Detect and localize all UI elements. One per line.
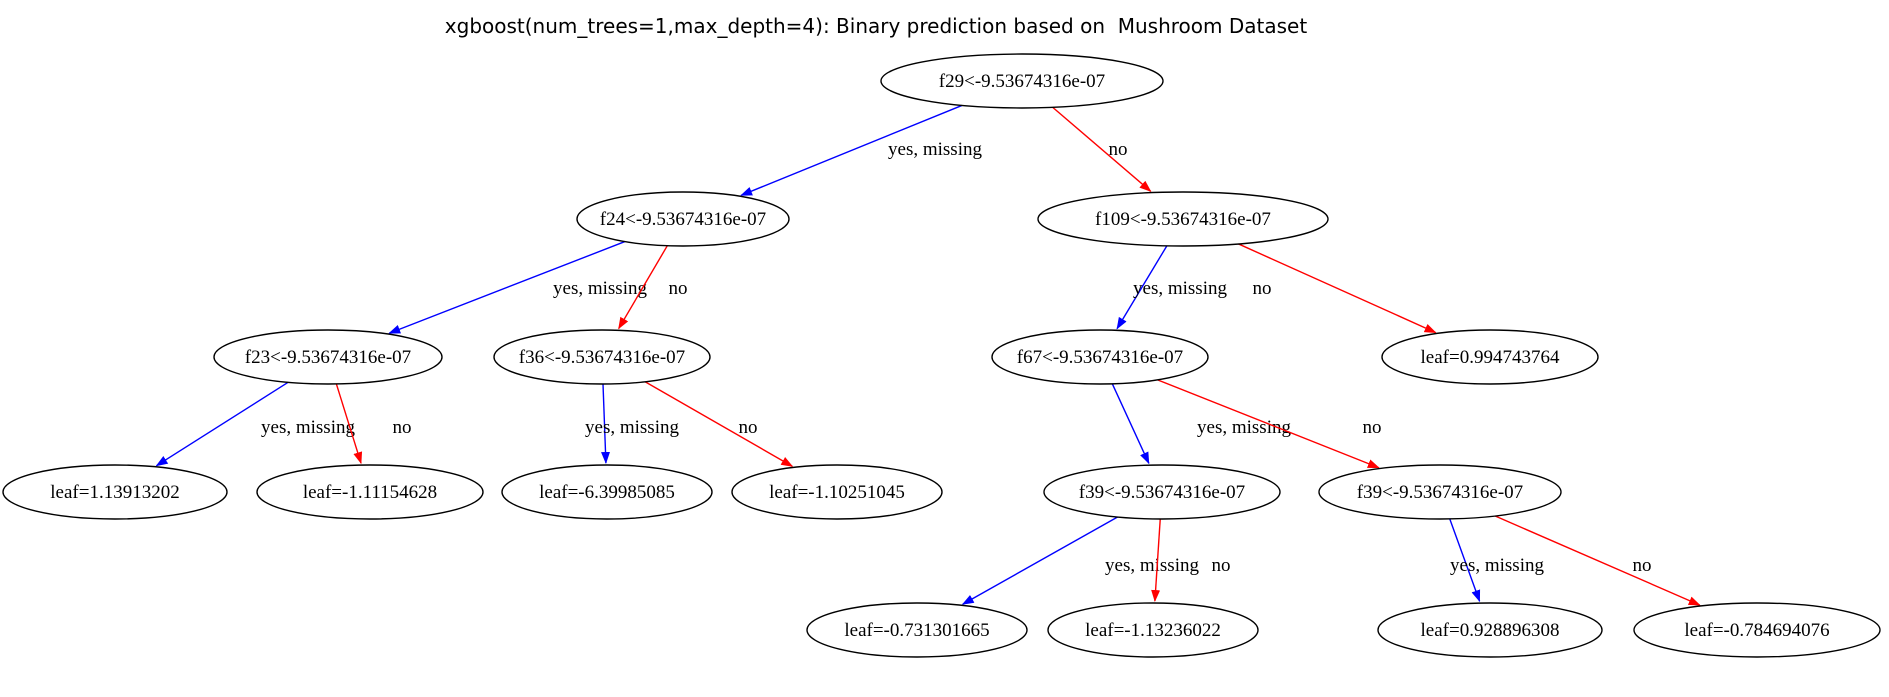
tree-edge-no-1 — [1052, 106, 1152, 192]
tree-node-ellipse — [1318, 464, 1562, 520]
tree-node-label: f67<-9.53674316e-07 — [1017, 347, 1183, 368]
tree-edge-no-7 — [335, 383, 363, 465]
edge-label: no — [739, 417, 758, 438]
tree-node-label: f29<-9.53674316e-07 — [939, 71, 1105, 92]
tree-edge-yes-12 — [961, 516, 1118, 605]
tree-node-ellipse — [1633, 602, 1881, 658]
tree-node-label: leaf=-6.39985085 — [539, 482, 675, 503]
edge-label: no — [1109, 139, 1128, 160]
edge-label: no — [1633, 555, 1652, 576]
tree-node-ellipse — [213, 329, 443, 385]
tree-node-label: leaf=-1.11154628 — [303, 482, 437, 503]
edge-label: no — [393, 417, 412, 438]
edge-label: yes, missing — [553, 278, 647, 299]
edge-label: no — [1212, 555, 1231, 576]
tree-node-ellipse — [576, 191, 790, 247]
leaf-node: leaf=-0.784694076 — [1633, 602, 1881, 658]
tree-node-label: f39<-9.53674316e-07 — [1357, 482, 1523, 503]
tree-node-label: leaf=-0.784694076 — [1684, 620, 1829, 641]
edge-label: no — [1253, 278, 1272, 299]
split-node: f36<-9.53674316e-07 — [493, 329, 711, 385]
tree-edge-yes-10 — [1111, 383, 1150, 465]
tree-node-ellipse — [501, 464, 713, 520]
tree-node-ellipse — [1381, 329, 1599, 385]
leaf-node: leaf=0.994743764 — [1381, 329, 1599, 385]
tree-edge-no-13 — [1151, 518, 1161, 603]
tree-node-ellipse — [880, 53, 1164, 109]
tree-edge-yes-8 — [601, 383, 611, 465]
tree-node-label: leaf=0.994743764 — [1421, 347, 1560, 368]
nodes-layer: f29<-9.53674316e-07 f24<-9.53674316e-07 f1… — [2, 53, 1881, 658]
tree-node-ellipse — [1047, 602, 1259, 658]
tree-edge-no-15 — [1494, 515, 1701, 606]
split-node: f67<-9.53674316e-07 — [991, 329, 1209, 385]
tree-node-label: leaf=1.13913202 — [50, 482, 179, 503]
diagram-title: xgboost(num_trees=1,max_depth=4): Binary… — [445, 14, 1308, 38]
tree-edge-yes-14 — [1449, 518, 1481, 603]
tree-edge-yes-6 — [155, 381, 289, 467]
edge-label: yes, missing — [1133, 278, 1227, 299]
edges-layer: yes, missing no yes, missing no yes, missing… — [155, 104, 1701, 606]
tree-edge-no-11 — [1157, 379, 1380, 469]
tree-edge-yes-0 — [740, 104, 963, 197]
split-node: f109<-9.53674316e-07 — [1037, 191, 1329, 247]
tree-node-ellipse — [1037, 191, 1329, 247]
leaf-node: leaf=0.928896308 — [1377, 602, 1603, 658]
tree-edge-yes-2 — [388, 240, 626, 334]
edge-label: yes, missing — [1197, 417, 1291, 438]
tree-node-label: leaf=-1.13236022 — [1085, 620, 1221, 641]
tree-node-label: leaf=-1.10251045 — [769, 482, 905, 503]
tree-node-label: leaf=0.928896308 — [1421, 620, 1560, 641]
tree-node-label: leaf=-0.731301665 — [844, 620, 989, 641]
leaf-node: leaf=-1.13236022 — [1047, 602, 1259, 658]
edge-label: no — [1363, 417, 1382, 438]
tree-node-ellipse — [2, 464, 228, 520]
tree-node-ellipse — [806, 602, 1028, 658]
edge-label: yes, missing — [1105, 555, 1199, 576]
tree-edge-no-9 — [644, 381, 794, 467]
tree-edge-no-3 — [618, 245, 668, 330]
leaf-node: leaf=-6.39985085 — [501, 464, 713, 520]
edge-label: yes, missing — [261, 417, 355, 438]
tree-node-ellipse — [1377, 602, 1603, 658]
leaf-node: leaf=-1.11154628 — [256, 464, 484, 520]
tree-edge-yes-4 — [1116, 245, 1168, 330]
tree-node-label: f24<-9.53674316e-07 — [600, 209, 766, 230]
tree-node-label: f36<-9.53674316e-07 — [519, 347, 685, 368]
tree-node-ellipse — [493, 329, 711, 385]
edge-label: yes, missing — [585, 417, 679, 438]
tree-node-ellipse — [731, 464, 943, 520]
tree-edge-no-5 — [1238, 243, 1437, 334]
split-node: f39<-9.53674316e-07 — [1318, 464, 1562, 520]
leaf-node: leaf=1.13913202 — [2, 464, 228, 520]
tree-node-ellipse — [1043, 464, 1281, 520]
edge-label: no — [669, 278, 688, 299]
tree-node-label: f39<-9.53674316e-07 — [1079, 482, 1245, 503]
leaf-node: leaf=-0.731301665 — [806, 602, 1028, 658]
tree-node-ellipse — [256, 464, 484, 520]
tree-node-label: f23<-9.53674316e-07 — [245, 347, 411, 368]
split-node: f24<-9.53674316e-07 — [576, 191, 790, 247]
edge-label: yes, missing — [1450, 555, 1544, 576]
split-node: f39<-9.53674316e-07 — [1043, 464, 1281, 520]
split-node: f23<-9.53674316e-07 — [213, 329, 443, 385]
split-node: f29<-9.53674316e-07 — [880, 53, 1164, 109]
edge-label: yes, missing — [888, 139, 982, 160]
tree-node-label: f109<-9.53674316e-07 — [1095, 209, 1271, 230]
leaf-node: leaf=-1.10251045 — [731, 464, 943, 520]
tree-node-ellipse — [991, 329, 1209, 385]
